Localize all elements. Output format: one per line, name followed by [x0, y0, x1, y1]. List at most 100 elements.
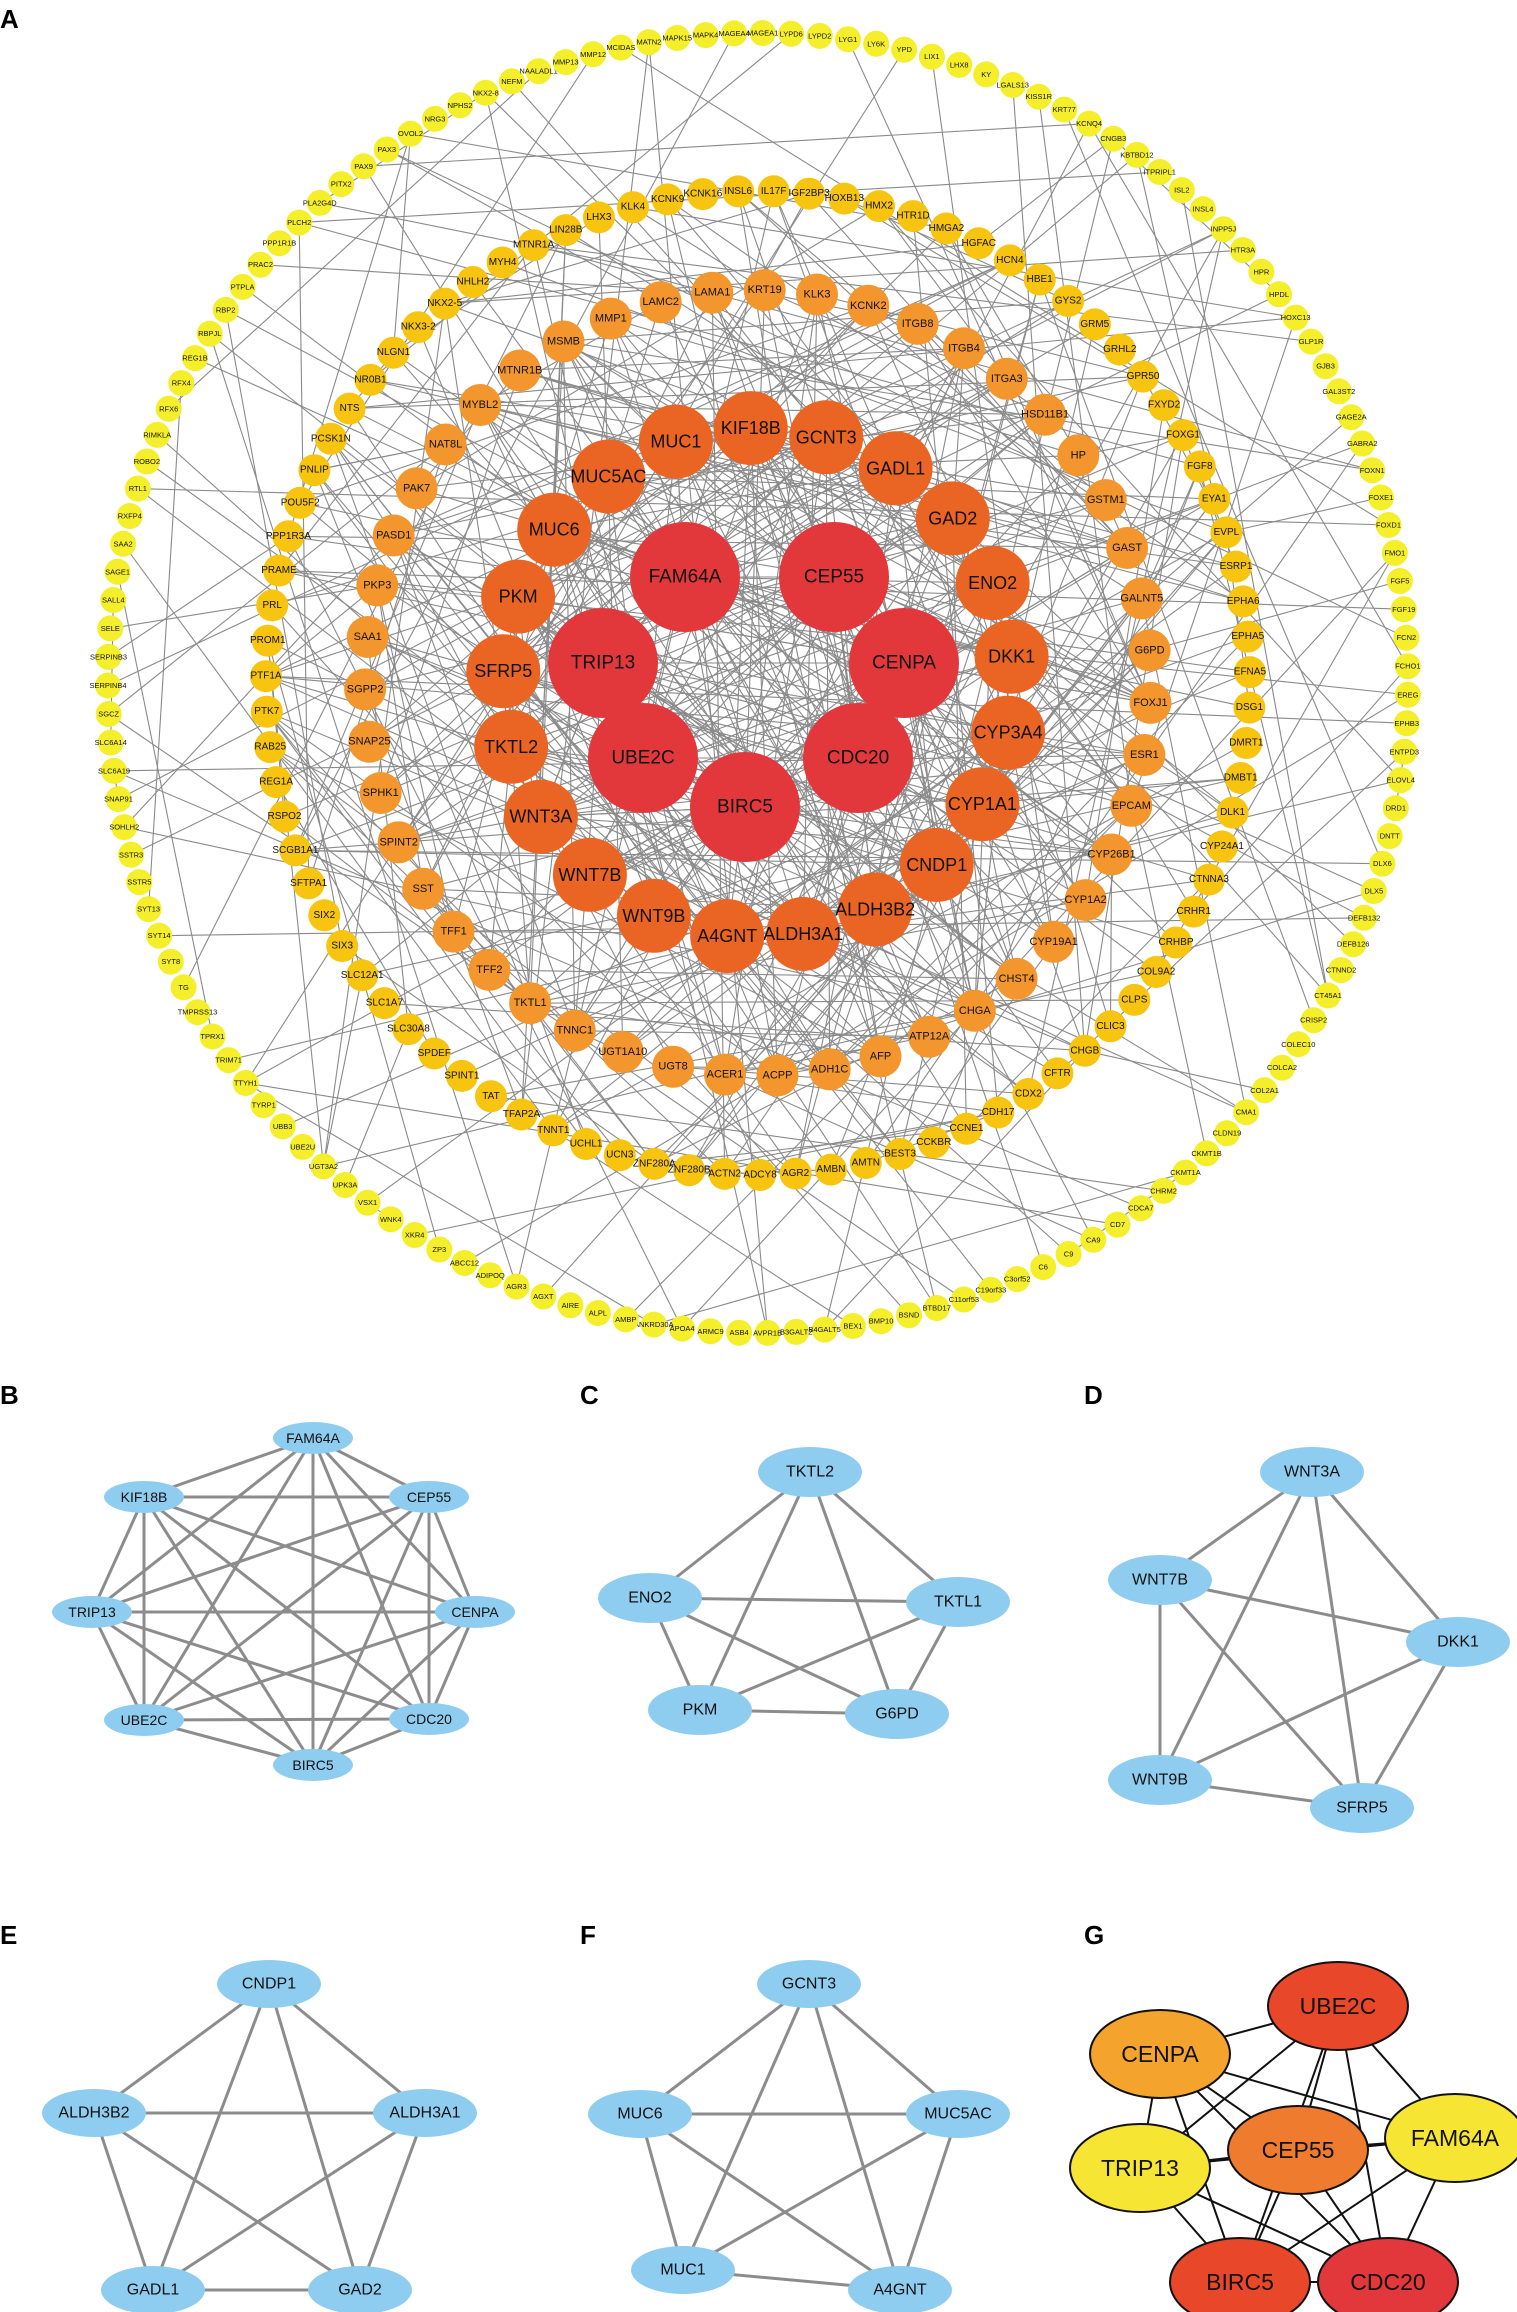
network-edge: [684, 378, 1008, 578]
node-circle: [254, 731, 287, 764]
node-circle: [503, 1273, 530, 1300]
node-label: IGF2BP3: [789, 188, 831, 199]
node-hgfac: HGFAC: [961, 227, 996, 260]
node-label: EPHB3: [1394, 719, 1419, 728]
node-label: SGCZ: [98, 710, 119, 719]
node-serpinb3: SERPINB3: [90, 643, 127, 670]
node-label: MAPK4: [693, 31, 718, 40]
node-fmo1: FMO1: [1381, 539, 1408, 566]
node-trip13: TRIP13: [1069, 2123, 1211, 2213]
node-pcsk1n: PCSK1N: [311, 422, 351, 455]
node-ellipse: [648, 1685, 752, 1735]
node-label: ZNF280A: [633, 1158, 676, 1169]
node-circle: [896, 1302, 922, 1329]
node-circle: [116, 503, 143, 529]
node-spint1: SPINT1: [444, 1059, 480, 1092]
node-circle: [104, 558, 131, 585]
node-circle: [250, 695, 283, 728]
node-label: C3orf52: [1004, 1275, 1031, 1284]
module-edge: [1159, 1640, 1459, 1782]
node-label: FCHO1: [1395, 662, 1420, 671]
node-label: GCNT3: [782, 1976, 836, 1993]
node-circle: [1172, 1159, 1199, 1186]
node-circle: [1055, 1241, 1082, 1267]
node-circle: [756, 1054, 799, 1097]
node-actn2: ACTN2: [708, 1157, 741, 1190]
network-edge: [410, 133, 947, 230]
node-tff1: TFF1: [432, 910, 475, 953]
node-label: GAST: [1112, 542, 1142, 554]
node-circle: [868, 1308, 895, 1335]
node-circle: [247, 251, 274, 278]
node-circle: [766, 897, 841, 971]
node-label: GSTM1: [1087, 494, 1125, 506]
node-acpp: ACPP: [756, 1054, 799, 1097]
node-circle: [973, 61, 1000, 88]
node-epha6: EPHA6: [1227, 585, 1260, 618]
node-label: SPDEF: [418, 1048, 451, 1059]
node-circle: [1340, 931, 1367, 958]
node-label: COL9A2: [1137, 967, 1176, 978]
node-label: MUC1: [650, 432, 701, 452]
node-adh1c: ADH1C: [808, 1048, 851, 1091]
node-c11orf53: C11orf53: [949, 1286, 979, 1313]
node-circle: [612, 1306, 639, 1333]
node-circle: [840, 1313, 866, 1339]
node-label: MAGEA4: [718, 29, 749, 38]
node-label: G6PD: [875, 1706, 919, 1723]
node-label: CHST4: [999, 973, 1035, 985]
node-circle: [286, 209, 313, 236]
node-circle: [1118, 983, 1151, 1016]
node-cyp26b1: CYP26B1: [1087, 833, 1136, 876]
panel-letter-e: E: [0, 1920, 17, 1950]
node-ptk7: PTK7: [250, 695, 283, 728]
node-sele: SELE: [97, 615, 124, 642]
node-reg1b: REG1B: [182, 345, 208, 372]
node-aldh3b2: ALDH3B2: [42, 2089, 146, 2137]
node-circle: [779, 522, 889, 632]
node-label: CLDN19: [1213, 1129, 1242, 1138]
node-label: EREG: [1397, 690, 1418, 699]
network-edge: [380, 228, 947, 794]
node-circle: [1106, 527, 1149, 569]
network-edge: [287, 536, 683, 1329]
node-label: CTNND2: [1326, 966, 1356, 975]
node-circle: [1094, 1010, 1127, 1043]
node-label: SPINT1: [444, 1070, 479, 1081]
node-isl2: ISL2: [1168, 177, 1195, 204]
node-uchl1: UCHL1: [570, 1128, 603, 1160]
node-label: ABCC12: [450, 1259, 479, 1268]
node-gcnt3: GCNT3: [757, 1960, 861, 2008]
node-cdx2: CDX2: [1012, 1078, 1045, 1110]
node-circle: [849, 1147, 882, 1179]
node-sgcz: SGCZ: [95, 701, 122, 727]
node-label: HMGA2: [929, 223, 965, 234]
node-label: ENTPD3: [1390, 747, 1420, 756]
node-slc6a19: SLC6A19: [98, 757, 130, 784]
node-label: KBTBD12: [1120, 150, 1153, 159]
node-label: RAB25: [254, 742, 286, 753]
node-prom1: PROM1: [250, 624, 286, 657]
node-label: GPR50: [1127, 371, 1160, 382]
node-chrm2: CHRM2: [1150, 1177, 1177, 1204]
node-hoxc13: HOXC13: [1281, 304, 1311, 331]
node-pax9: PAX9: [350, 153, 377, 180]
node-label: PTF1A: [250, 671, 281, 682]
node-circle: [328, 171, 355, 198]
node-circle: [1349, 430, 1376, 457]
node-circle: [1140, 956, 1173, 988]
node-circle: [326, 930, 359, 962]
node-circle: [144, 421, 171, 448]
node-label: ALDH3B2: [835, 900, 915, 920]
node-label: LYG1: [839, 35, 858, 44]
node-label: SELE: [101, 624, 120, 633]
node-label: NTS: [340, 403, 360, 414]
network-edge: [295, 442, 1363, 851]
node-label: COLEC10: [1281, 1040, 1315, 1049]
node-reg1a: REG1A: [259, 766, 293, 799]
node-label: PTK7: [254, 706, 279, 717]
node-circle: [100, 587, 127, 613]
network-edge: [1199, 466, 1329, 996]
node-cndp1: CNDP1: [217, 1960, 321, 2008]
network-edge: [384, 1002, 1085, 1052]
